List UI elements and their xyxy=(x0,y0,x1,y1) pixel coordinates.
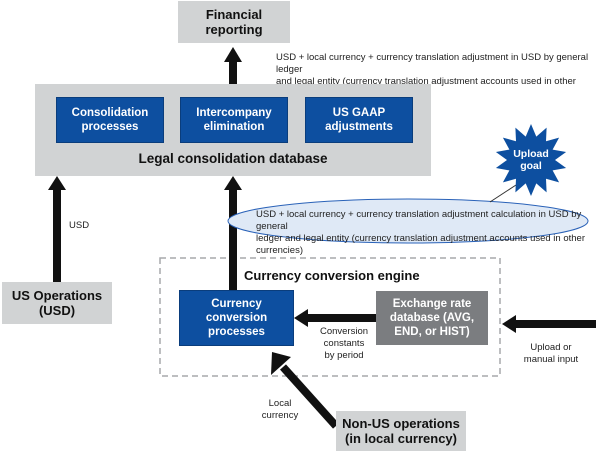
upload-goal-label: Upload goal xyxy=(513,148,549,172)
callout-pointer xyxy=(489,184,517,203)
upload-goal-starburst xyxy=(495,124,567,196)
engine-title: Currency conversion engine xyxy=(244,268,420,283)
exchange-rate-database-box: Exchange rate database (AVG, END, or HIS… xyxy=(376,291,488,345)
arrow-nonus-to-processes xyxy=(280,364,339,429)
currency-conversion-processes-box: Currency conversion processes xyxy=(179,290,294,346)
arrow-db-to-reporting-head xyxy=(224,47,242,62)
arrow-upload-to-exchange-head xyxy=(502,315,516,333)
financial-reporting-box: Financial reporting xyxy=(178,1,290,43)
arrow-nonus-to-processes-head xyxy=(271,352,291,375)
ellipse-note: USD + local currency + currency translat… xyxy=(256,209,585,256)
ellipse-callout xyxy=(227,198,589,244)
consolidation-processes-box: Consolidation processes xyxy=(56,97,164,143)
upload-note: Upload or manual input xyxy=(523,342,579,365)
us-gaap-adjustments-box: US GAAP adjustments xyxy=(305,97,413,143)
us-operations-box: US Operations (USD) xyxy=(2,282,112,324)
arrow-usops-to-db-head xyxy=(48,176,66,190)
local-currency-note: Local currency xyxy=(261,398,299,421)
engine-frame xyxy=(159,257,501,377)
non-us-operations-box: Non-US operations (in local currency) xyxy=(336,411,466,451)
conversion-constants-note: Conversion constants by period xyxy=(319,326,369,361)
intercompany-elimination-box: Intercompany elimination xyxy=(180,97,288,143)
arrow-engine-to-db-head xyxy=(224,176,242,190)
usd-label: USD xyxy=(69,220,90,231)
arrow-exchange-to-processes-head xyxy=(294,309,308,327)
legal-db-title: Legal consolidation database xyxy=(138,151,328,166)
